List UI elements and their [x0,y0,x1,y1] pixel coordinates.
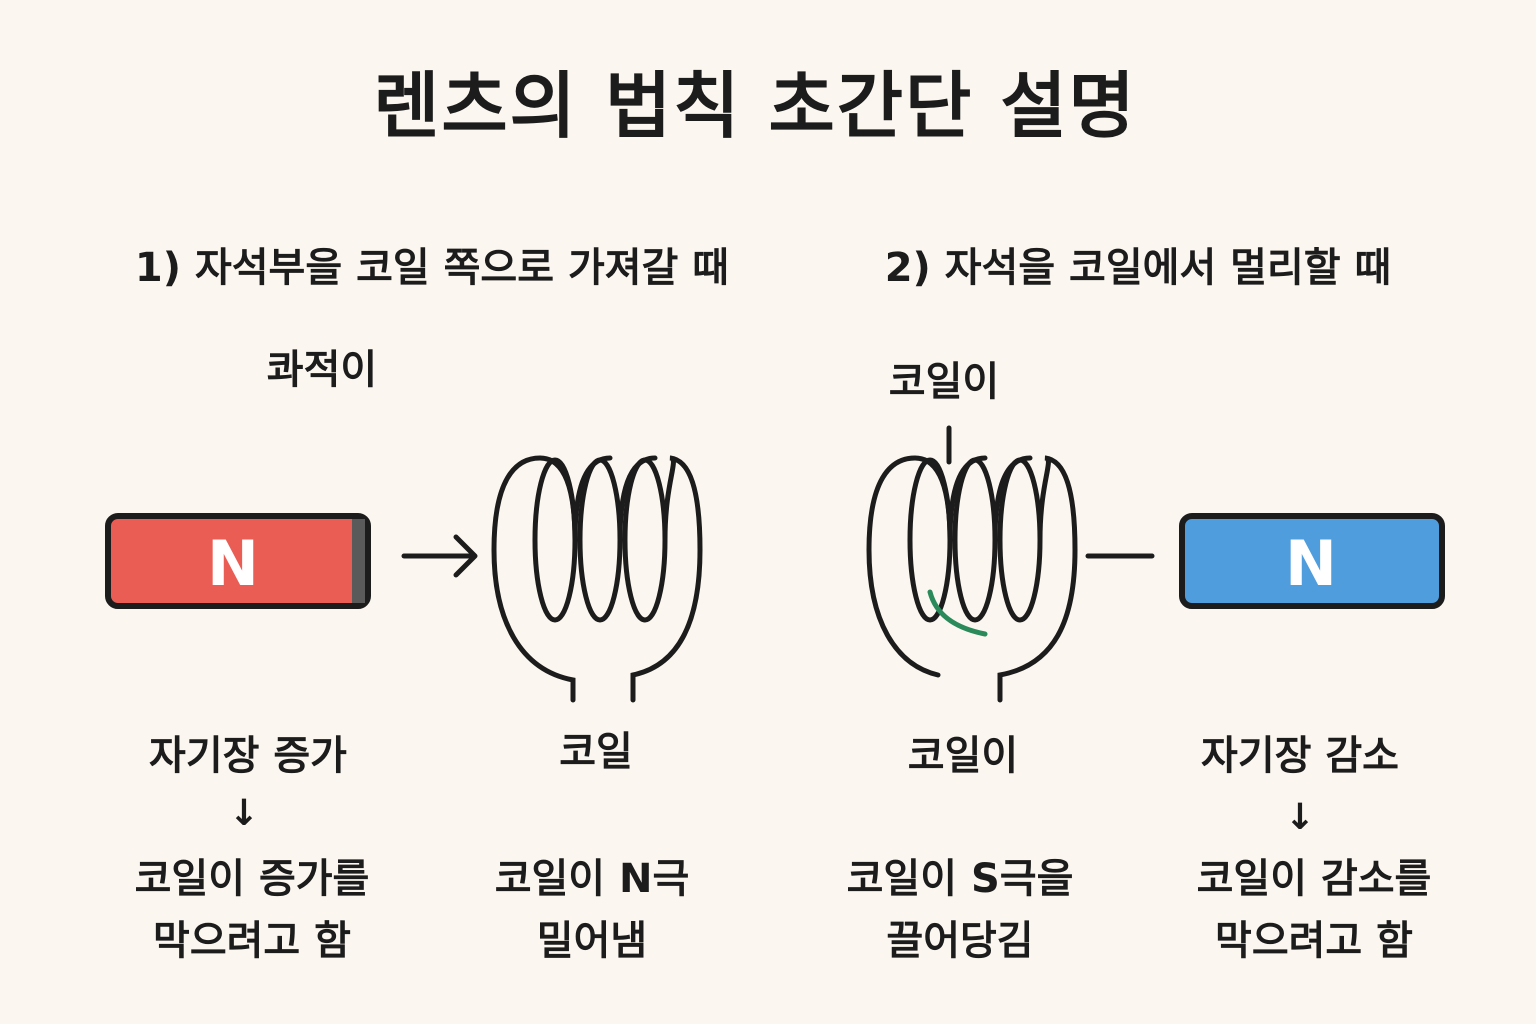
left-result-line1: 코일이 증가를 [134,856,370,902]
section-heading-withdraw: 2) 자석을 코일에서 멀리할 때 [884,245,1392,291]
right-coil-label: 코일이 [907,733,1019,779]
right-result-line2: 막으려고 함 [1215,918,1413,964]
right-magnet-pole-label: N [1285,527,1337,600]
left-top-label: 콰적이 [266,347,378,393]
left-coil-label: 코일 [559,729,633,775]
left-magnet: N [105,513,371,609]
induced-current-mark [927,589,988,637]
right-effect-note: 코일이 S극을 끌어당김 [847,848,1074,972]
left-magnet-pole-label: N [207,527,259,600]
left-effect-line1: 코일이 N극 [494,856,690,902]
left-result-line2: 막으려고 함 [153,918,351,964]
section-heading-approach: 1) 자석부을 코일 쪽으로 가져갈 때 [134,245,730,291]
left-effect-line2: 밀어냄 [536,918,648,964]
right-result-line1: 코일이 감소를 [1196,856,1432,902]
left-coil-icon [491,455,703,703]
right-down-arrow-icon: ↓ [1284,797,1316,838]
right-effect-line2: 끌어당김 [886,918,1034,964]
right-field-change: 자기장 감소 [1201,733,1399,779]
left-down-arrow-icon: ↓ [228,793,260,834]
right-coil-icon [866,425,1155,703]
page-title: 렌츠의 법칙 초간단 설명 [373,64,1137,148]
left-effect-note: 코일이 N극 밀어냄 [495,848,690,972]
approach-arrow-icon [401,534,478,578]
right-effect-line1: 코일이 S극을 [846,856,1074,902]
left-result-note: 코일이 증가를 막으려고 함 [135,848,370,972]
right-top-label: 코일이 [888,359,1000,405]
right-magnet: N [1179,513,1445,609]
left-field-change: 자기장 증가 [149,733,347,779]
right-result-note: 코일이 감소를 막으려고 함 [1197,848,1432,972]
